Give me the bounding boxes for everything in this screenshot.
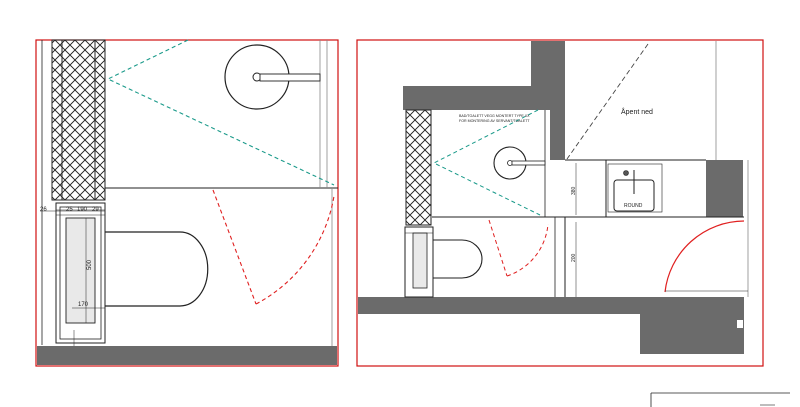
fine-note-line-2: FOR MONTERING AV SERVANT/TOALETT [459,119,530,123]
right-top-wall [403,41,565,160]
right-cistern-frame [404,226,434,298]
right-column-right [706,160,743,217]
left-toilet [105,231,209,307]
dim-vertical-2: 200 [571,253,577,262]
left-door-leaf [212,189,257,305]
right-view-cone [432,109,541,216]
left-bottom-wall [37,346,337,365]
right-insulation-wall [405,109,432,226]
right-door-leaf-small [488,219,508,277]
right-door-arc-small [506,223,549,277]
title-block-corner [650,392,790,407]
left-insulation-wall [51,39,106,201]
dim-500: 500 [87,259,93,270]
right-door-arc-large [664,220,745,293]
room-note-label: Åpent ned [621,107,653,116]
left-detail-panel: 26 25 190 29 500 170 90 [35,39,339,367]
left-cistern-tank [65,217,96,324]
left-door-arc [255,195,335,305]
left-sink-tap [259,73,321,82]
left-view-cone [106,39,335,186]
right-cistern-tank [412,232,428,289]
sink-label: ROUND [624,203,643,209]
right-plan-panel: Åpent ned BAD/TOALETT VEGG MONTERT TYPE … [356,39,764,367]
dim-29: 29 [92,207,99,213]
dim-vertical-1: 380 [571,186,577,195]
right-panel-frame [356,39,764,367]
dim-190: 190 [77,207,88,213]
right-vanity-counter [607,163,663,213]
fine-note-line-1: BAD/TOALETT VEGG MONTERT TYPE XX [459,114,530,118]
right-vanity-tap [623,170,629,176]
dim-26: 26 [40,207,47,213]
dim-170: 170 [78,302,89,308]
right-sink-tap [511,160,546,166]
right-toilet [433,239,483,279]
right-bottom-wall [358,297,744,354]
left-cistern-frame [55,202,106,344]
dim-25: 25 [66,207,73,213]
right-opening-diagonal [566,43,649,160]
right-wall-notch [737,320,743,328]
